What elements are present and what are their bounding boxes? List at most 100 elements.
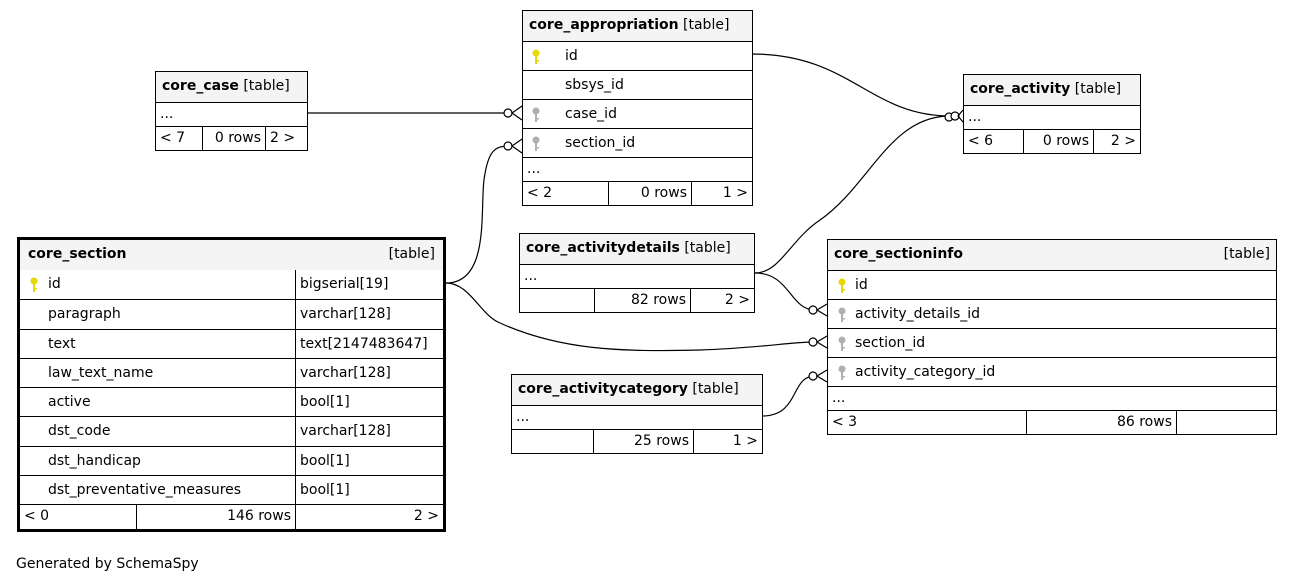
column-name: id bbox=[565, 48, 578, 64]
table-core-activity[interactable]: core_activity [table] ... < 6 0 rows 2 > bbox=[963, 74, 1141, 154]
primary-key-icon bbox=[30, 277, 38, 292]
row-count: 0 rows bbox=[608, 182, 691, 205]
table-kind: [table] bbox=[243, 78, 290, 94]
table-name: core_appropriation bbox=[529, 17, 679, 33]
column-row[interactable]: section_id bbox=[523, 128, 752, 157]
column-name: dst_code bbox=[48, 423, 111, 440]
table-header: core_appropriation [table] bbox=[523, 11, 752, 41]
row-count: 0 rows bbox=[1023, 130, 1093, 153]
foreign-key-icon bbox=[838, 336, 846, 351]
column-name: case_id bbox=[565, 106, 617, 122]
children-count[interactable]: 1 > bbox=[693, 430, 762, 453]
table-header: core_activitydetails [table] bbox=[520, 234, 754, 264]
table-name: core_activitycategory bbox=[518, 381, 688, 397]
children-count[interactable] bbox=[1176, 411, 1276, 434]
table-kind: [table] bbox=[1223, 246, 1270, 262]
row-count: 146 rows bbox=[136, 505, 295, 530]
table-kind: [table] bbox=[683, 17, 730, 33]
table-core-activitycategory[interactable]: core_activitycategory [table] ... 25 row… bbox=[511, 374, 763, 454]
children-count[interactable]: 1 > bbox=[691, 182, 752, 205]
table-header: core_case [table] bbox=[156, 72, 307, 102]
table-stats-row: 82 rows 2 > bbox=[520, 288, 754, 312]
row-count: 25 rows bbox=[593, 430, 693, 453]
children-count[interactable]: 2 > bbox=[265, 127, 307, 150]
column-type: bool[1] bbox=[295, 446, 443, 476]
column-name: section_id bbox=[855, 335, 926, 351]
edge-activitydetails-activity bbox=[754, 115, 951, 274]
parents-count[interactable]: < 6 bbox=[968, 133, 994, 149]
column-name: paragraph bbox=[48, 306, 121, 323]
parents-count[interactable]: < 0 bbox=[24, 508, 50, 525]
table-header: core_activitycategory [table] bbox=[512, 375, 762, 405]
foreign-key-icon bbox=[838, 307, 846, 322]
table-stats-row: < 3 86 rows bbox=[828, 410, 1276, 434]
primary-key-icon bbox=[838, 278, 846, 293]
foreign-key-icon bbox=[532, 107, 540, 122]
table-stats-row: < 7 0 rows 2 > bbox=[156, 126, 307, 150]
table-header: core_sectioninfo [table] bbox=[828, 240, 1276, 270]
table-core-sectioninfo[interactable]: core_sectioninfo [table] id activity_det… bbox=[827, 239, 1277, 435]
parents-count[interactable]: < 7 bbox=[160, 130, 186, 146]
column-row[interactable]: dst_preventative_measures bool[1] bbox=[20, 475, 443, 505]
table-core-case[interactable]: core_case [table] ... < 7 0 rows 2 > bbox=[155, 71, 308, 151]
row-count: 86 rows bbox=[1026, 411, 1176, 434]
children-count[interactable]: 2 > bbox=[295, 505, 443, 530]
table-name: core_activitydetails bbox=[526, 240, 680, 256]
column-row[interactable]: law_text_name varchar[128] bbox=[20, 357, 443, 388]
column-type: varchar[128] bbox=[295, 417, 443, 446]
edge-section-sectioninfo bbox=[445, 282, 816, 352]
parents-count[interactable]: < 2 bbox=[527, 185, 553, 201]
column-row[interactable]: activity_category_id bbox=[828, 357, 1276, 386]
column-row[interactable]: sbsys_id bbox=[523, 70, 752, 99]
parents-count[interactable] bbox=[512, 430, 593, 453]
column-name: sbsys_id bbox=[565, 77, 624, 93]
column-type: varchar[128] bbox=[295, 358, 443, 388]
row-count: 0 rows bbox=[202, 127, 265, 150]
table-header: core_section [table] bbox=[20, 240, 443, 270]
table-name: core_section bbox=[28, 246, 127, 262]
column-name: id bbox=[855, 277, 868, 293]
children-count[interactable]: 2 > bbox=[690, 289, 754, 312]
column-name: active bbox=[48, 394, 91, 411]
column-row[interactable]: section_id bbox=[828, 328, 1276, 357]
parents-count[interactable]: < 3 bbox=[832, 414, 858, 430]
column-name: law_text_name bbox=[48, 364, 154, 381]
column-type: bool[1] bbox=[295, 476, 443, 505]
table-kind: [table] bbox=[1074, 81, 1122, 97]
more-columns-row: ... bbox=[156, 102, 307, 126]
column-row[interactable]: dst_code varchar[128] bbox=[20, 416, 443, 446]
column-name: section_id bbox=[565, 135, 636, 151]
table-stats-row: 25 rows 1 > bbox=[512, 429, 762, 453]
column-type: varchar[128] bbox=[295, 300, 443, 329]
children-count[interactable]: 2 > bbox=[1093, 130, 1140, 153]
edge-activitydetails-sectioninfo bbox=[754, 272, 816, 311]
column-row[interactable]: id bbox=[523, 41, 752, 70]
column-name: activity_category_id bbox=[855, 364, 996, 380]
more-columns-row: ... bbox=[964, 105, 1140, 129]
table-name: core_activity bbox=[970, 81, 1071, 97]
primary-key-icon bbox=[532, 49, 540, 64]
row-count: 82 rows bbox=[594, 289, 690, 312]
table-kind: [table] bbox=[388, 246, 435, 262]
column-row[interactable]: id bbox=[828, 270, 1276, 299]
column-row[interactable]: paragraph varchar[128] bbox=[20, 299, 443, 329]
generated-by-footer: Generated by SchemaSpy bbox=[16, 556, 199, 572]
table-core-activitydetails[interactable]: core_activitydetails [table] ... 82 rows… bbox=[519, 233, 755, 313]
column-name: id bbox=[48, 276, 61, 292]
table-core-appropriation[interactable]: core_appropriation [table] id sbsys_id c… bbox=[522, 10, 753, 206]
column-type: text[2147483647] bbox=[295, 329, 443, 358]
more-columns-row: ... bbox=[523, 157, 752, 181]
column-row[interactable]: activity_details_id bbox=[828, 299, 1276, 328]
table-kind: [table] bbox=[692, 381, 739, 397]
more-columns-row: ... bbox=[520, 264, 754, 288]
column-name: dst_preventative_measures bbox=[48, 482, 242, 499]
foreign-key-icon bbox=[532, 136, 540, 151]
parents-count[interactable] bbox=[520, 289, 594, 312]
column-row[interactable]: case_id bbox=[523, 99, 752, 128]
